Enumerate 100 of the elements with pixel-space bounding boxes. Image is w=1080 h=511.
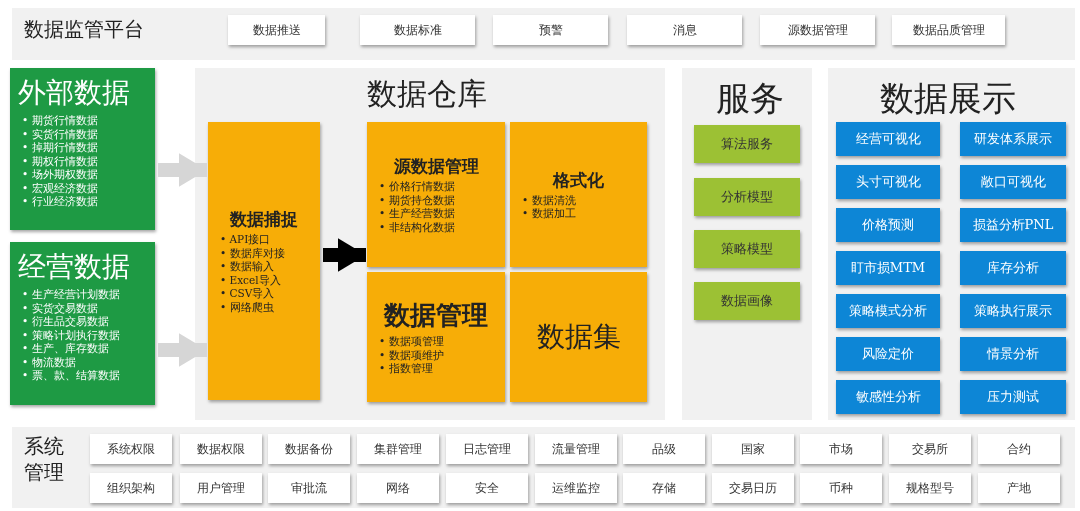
list-item: • 数据项维护	[379, 348, 445, 363]
service-box: 策略模型	[694, 230, 800, 268]
layer-panel	[195, 68, 665, 420]
list-item: • 物流数据	[22, 355, 77, 369]
list-item: • 价格行情数据	[379, 180, 456, 194]
card-heading: 数据捕捉	[229, 208, 299, 231]
data-source-card	[10, 242, 155, 405]
module-card	[510, 272, 647, 402]
feature-box: 数据标准	[360, 15, 475, 45]
feature-box: 审批流	[268, 473, 350, 503]
display-box: 敞口可视化	[960, 165, 1066, 199]
list-item: • 数据库对接	[220, 246, 286, 260]
display-box: 库存分析	[960, 251, 1066, 285]
feature-box: 网络	[357, 473, 439, 503]
list-item: • 数据输入	[220, 260, 275, 274]
service-box: 数据画像	[694, 282, 800, 320]
feature-box: 数据备份	[268, 434, 350, 464]
list-item: • 行业经济数据	[22, 195, 99, 209]
display-box: 盯市损MTM	[836, 251, 940, 285]
list-item: • 策略计划执行数据	[22, 328, 121, 342]
list-item: • CSV导入	[220, 287, 276, 301]
list-item: • 数据加工	[522, 207, 577, 221]
feature-box: 系统权限	[90, 434, 172, 464]
data-source-card	[10, 68, 155, 230]
list-item: • 生产经营计划数据	[22, 288, 121, 302]
feature-box: 品级	[623, 434, 705, 464]
module-card	[208, 122, 320, 400]
feature-box: 合约	[978, 434, 1060, 464]
display-box: 情景分析	[960, 337, 1066, 371]
list-item: • 非结构化数据	[379, 220, 456, 234]
feature-box: 源数据管理	[760, 15, 875, 45]
panel-title: 数据展示	[880, 77, 1016, 120]
card-heading: 数据集	[535, 319, 622, 355]
feature-box: 安全	[446, 473, 528, 503]
layer-panel	[682, 68, 812, 420]
list-item: • 票、款、结算数据	[22, 369, 121, 383]
feature-box: 币种	[800, 473, 882, 503]
list-item: • Excel导入	[220, 273, 282, 287]
display-box: 风险定价	[836, 337, 940, 371]
panel-title: 服务	[716, 77, 784, 120]
display-box: 压力测试	[960, 380, 1066, 414]
feature-box: 市场	[800, 434, 882, 464]
feature-box: 组织架构	[90, 473, 172, 503]
feature-box: 集群管理	[357, 434, 439, 464]
panel-title: 数据监管平台	[24, 16, 144, 43]
display-box: 头寸可视化	[836, 165, 940, 199]
feature-box: 交易所	[889, 434, 971, 464]
feature-box: 产地	[978, 473, 1060, 503]
card-heading: 经营数据	[18, 249, 131, 285]
display-box: 研发体系展示	[960, 122, 1066, 156]
list-item: • 数据清洗	[522, 193, 577, 207]
display-box: 经营可视化	[836, 122, 940, 156]
service-box: 算法服务	[694, 125, 800, 163]
layer-panel	[12, 8, 1075, 60]
list-item: • 期货行情数据	[22, 114, 99, 128]
feature-box: 用户管理	[180, 473, 262, 503]
panel-title: 数据仓库	[367, 75, 487, 113]
list-item: • 宏观经济数据	[22, 181, 99, 195]
list-item: • 期权行情数据	[22, 154, 99, 168]
display-box: 敏感性分析	[836, 380, 940, 414]
block-arrow	[158, 333, 207, 367]
display-box: 策略执行展示	[960, 294, 1066, 328]
panel-title: 系统管理	[24, 433, 65, 485]
card-heading: 源数据管理	[392, 155, 480, 178]
feature-box: 运维监控	[535, 473, 617, 503]
list-item: • API接口	[220, 233, 272, 247]
feature-box: 数据推送	[228, 15, 325, 45]
module-card	[367, 122, 505, 267]
list-item: • 生产经营数据	[379, 207, 456, 221]
feature-box: 交易日历	[712, 473, 794, 503]
feature-box: 规格型号	[889, 473, 971, 503]
module-card	[367, 272, 505, 402]
feature-box: 流量管理	[535, 434, 617, 464]
feature-box: 存储	[623, 473, 705, 503]
feature-box: 数据权限	[180, 434, 262, 464]
list-item: • 生产、库存数据	[22, 342, 110, 356]
block-arrow	[323, 238, 366, 272]
display-box: 损益分析PNL	[960, 208, 1066, 242]
list-item: • 掉期行情数据	[22, 141, 99, 155]
feature-box: 预警	[493, 15, 608, 45]
list-item: • 衍生品交易数据	[22, 315, 110, 329]
list-item: • 实货行情数据	[22, 127, 99, 141]
block-arrow	[158, 153, 207, 187]
card-heading: 外部数据	[18, 75, 131, 111]
service-box: 分析模型	[694, 178, 800, 216]
card-heading: 格式化	[551, 168, 605, 192]
module-card	[510, 122, 647, 267]
display-box: 策略模式分析	[836, 294, 940, 328]
feature-box: 数据品质管理	[892, 15, 1005, 45]
list-item: • 数据项管理	[379, 335, 445, 349]
feature-box: 消息	[627, 15, 742, 45]
feature-box: 国家	[712, 434, 794, 464]
layer-panel	[828, 68, 1075, 420]
list-item: • 实货交易数据	[22, 301, 99, 315]
card-heading: 数据管理	[382, 299, 489, 333]
list-item: • 期货持仓数据	[379, 193, 456, 207]
layer-panel	[12, 427, 1075, 508]
display-box: 价格预测	[836, 208, 940, 242]
list-item: • 指数管理	[379, 362, 434, 376]
list-item: • 网络爬虫	[220, 300, 275, 314]
